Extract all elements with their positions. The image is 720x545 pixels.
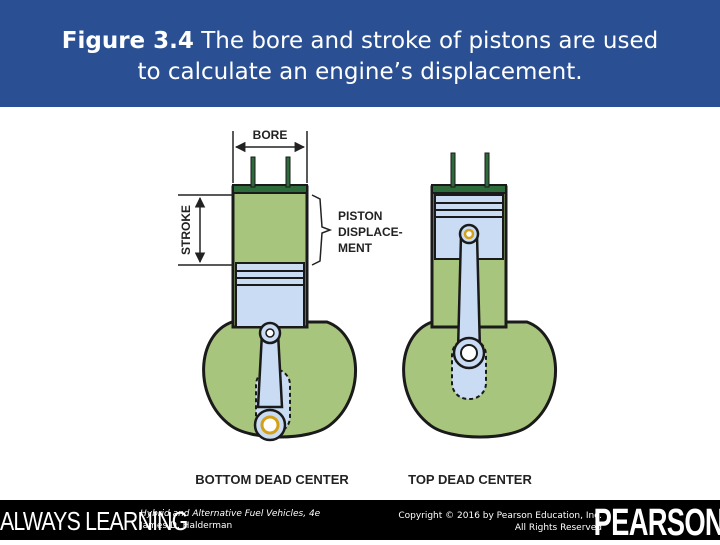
tdc-valve-right: [484, 152, 490, 188]
engine-displacement-diagram: BORE STROKE PISTON DISPLACE- MENT BOTTOM…: [0, 107, 720, 500]
footer-bar: ALWAYS LEARNING Hybrid and Alternative F…: [0, 500, 720, 544]
title-text-line2: to calculate an engine’s displacement.: [137, 59, 583, 85]
tdc-valve-left: [450, 152, 456, 188]
diagram-svg: BORE STROKE PISTON DISPLACE- MENT BOTTOM…: [178, 128, 558, 487]
book-credit: Hybrid and Alternative Fuel Vehicles, 4e…: [140, 508, 320, 532]
slide-title: Figure 3.4 The bore and stroke of piston…: [20, 26, 700, 88]
copyright-line-1: Copyright © 2016 by Pearson Education, I…: [398, 511, 602, 521]
displacement-bracket: [311, 194, 333, 266]
copyright-notice: Copyright © 2016 by Pearson Education, I…: [398, 510, 602, 534]
book-author: James D. Halderman: [140, 521, 233, 531]
tdc-caption: TOP DEAD CENTER: [408, 472, 532, 487]
tdc-cylinder-head: [431, 184, 507, 194]
copyright-line-2: All Rights Reserved: [514, 523, 602, 533]
top-dead-center-engine: TOP DEAD CENTER: [402, 152, 558, 487]
figure-label: Figure 3.4: [61, 28, 194, 54]
always-learning-logo: ALWAYS LEARNING: [0, 506, 188, 536]
bottom-dead-center-engine: BORE STROKE PISTON DISPLACE- MENT BOTTOM…: [178, 128, 403, 487]
displacement-label-1: PISTON: [338, 209, 382, 223]
stroke-label: STROKE: [179, 205, 193, 255]
title-bar: Figure 3.4 The bore and stroke of piston…: [0, 0, 720, 107]
displacement-label-2: DISPLACE-: [338, 225, 403, 239]
bdc-valve-left: [250, 156, 256, 188]
bdc-cylinder-head: [232, 184, 308, 194]
pearson-logo: PEARSON: [593, 502, 720, 544]
bdc-valve-right: [285, 156, 291, 188]
bdc-piston: [235, 262, 305, 328]
bdc-caption: BOTTOM DEAD CENTER: [195, 472, 349, 487]
bore-label: BORE: [253, 128, 288, 142]
title-text-line1: The bore and stroke of pistons are used: [201, 28, 659, 54]
book-title: Hybrid and Alternative Fuel Vehicles, 4e: [140, 509, 321, 519]
tdc-connecting-rod: [456, 233, 482, 353]
displacement-label-3: MENT: [338, 241, 373, 255]
